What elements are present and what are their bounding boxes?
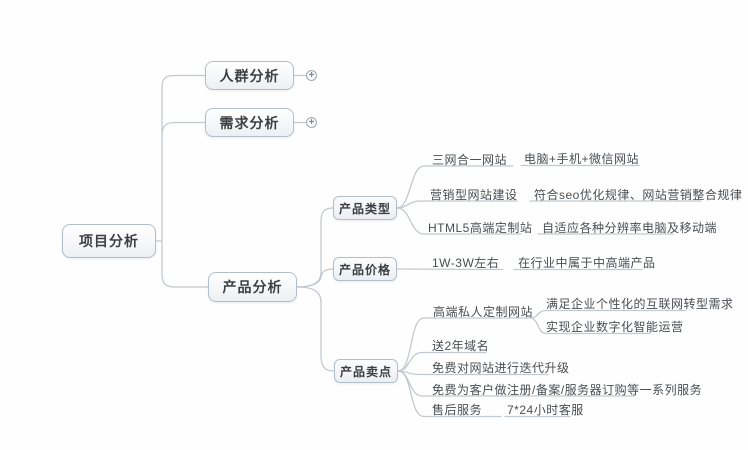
connector-product-type: [296, 207, 334, 288]
topic-html5-custom-site[interactable]: HTML5高端定制站: [428, 221, 533, 235]
connector-root-demand: [161, 121, 206, 136]
branch-free-domain: [397, 351, 487, 372]
topic-digital-smart-operation[interactable]: 实现企业数字化智能运营: [546, 320, 684, 334]
topic-free-registration-services[interactable]: 免费为客户做注册/备案/服务器订购等一系列服务: [432, 383, 703, 397]
node-product-selling-points[interactable]: 产品卖点: [334, 359, 398, 383]
topic-personalized-transform-need[interactable]: 满足企业个性化的互联网转型需求: [546, 297, 734, 311]
topic-724-customer-service[interactable]: 7*24小时客服: [507, 403, 584, 417]
expand-button-crowd-analysis[interactable]: +: [306, 70, 317, 81]
branch-price-range: [396, 268, 504, 271]
node-product-analysis[interactable]: 产品分析: [208, 272, 297, 302]
topic-free-iteration-upgrade[interactable]: 免费对网站进行迭代升级: [432, 361, 570, 375]
topic-seo-rules[interactable]: 符合seo优化规律、网站营销整合规律: [534, 188, 743, 202]
branch-after-sales: [397, 370, 502, 418]
branch-html5-custom: [396, 207, 522, 235]
connector-root-product: [161, 240, 209, 288]
topic-after-sales-service[interactable]: 售后服务: [432, 403, 483, 417]
topic-marketing-website[interactable]: 营销型网站建设: [430, 188, 518, 202]
root-node-project-analysis[interactable]: 项目分析: [62, 224, 156, 258]
topic-three-in-one-website[interactable]: 三网合一网站: [432, 153, 508, 167]
connector-product-selling: [296, 286, 335, 372]
connector-product-price: [296, 268, 334, 288]
topic-free-2year-domain[interactable]: 送2年域名: [432, 339, 490, 353]
topic-responsive-devices[interactable]: 自适应各种分辨率电脑及移动端: [542, 221, 718, 235]
branch-private-custom: [397, 317, 531, 372]
fork-digital-operation: [529, 317, 651, 335]
topic-pc-mobile-wechat[interactable]: 电脑+手机+微信网站: [524, 152, 640, 166]
topic-private-custom-website[interactable]: 高端私人定制网站: [433, 305, 534, 319]
node-product-type[interactable]: 产品类型: [333, 196, 397, 220]
expand-button-demand-analysis[interactable]: +: [306, 117, 317, 128]
node-product-price[interactable]: 产品价格: [333, 257, 397, 281]
topic-mid-high-end-product[interactable]: 在行业中属于中高端产品: [518, 256, 656, 270]
node-crowd-analysis[interactable]: 人群分析: [205, 61, 294, 90]
fork-personalized: [529, 309, 687, 319]
connector-root-crowd: [155, 74, 206, 242]
node-demand-analysis[interactable]: 需求分析: [205, 108, 294, 137]
topic-price-range[interactable]: 1W-3W左右: [432, 256, 500, 270]
branch-three-in-one: [396, 165, 514, 209]
